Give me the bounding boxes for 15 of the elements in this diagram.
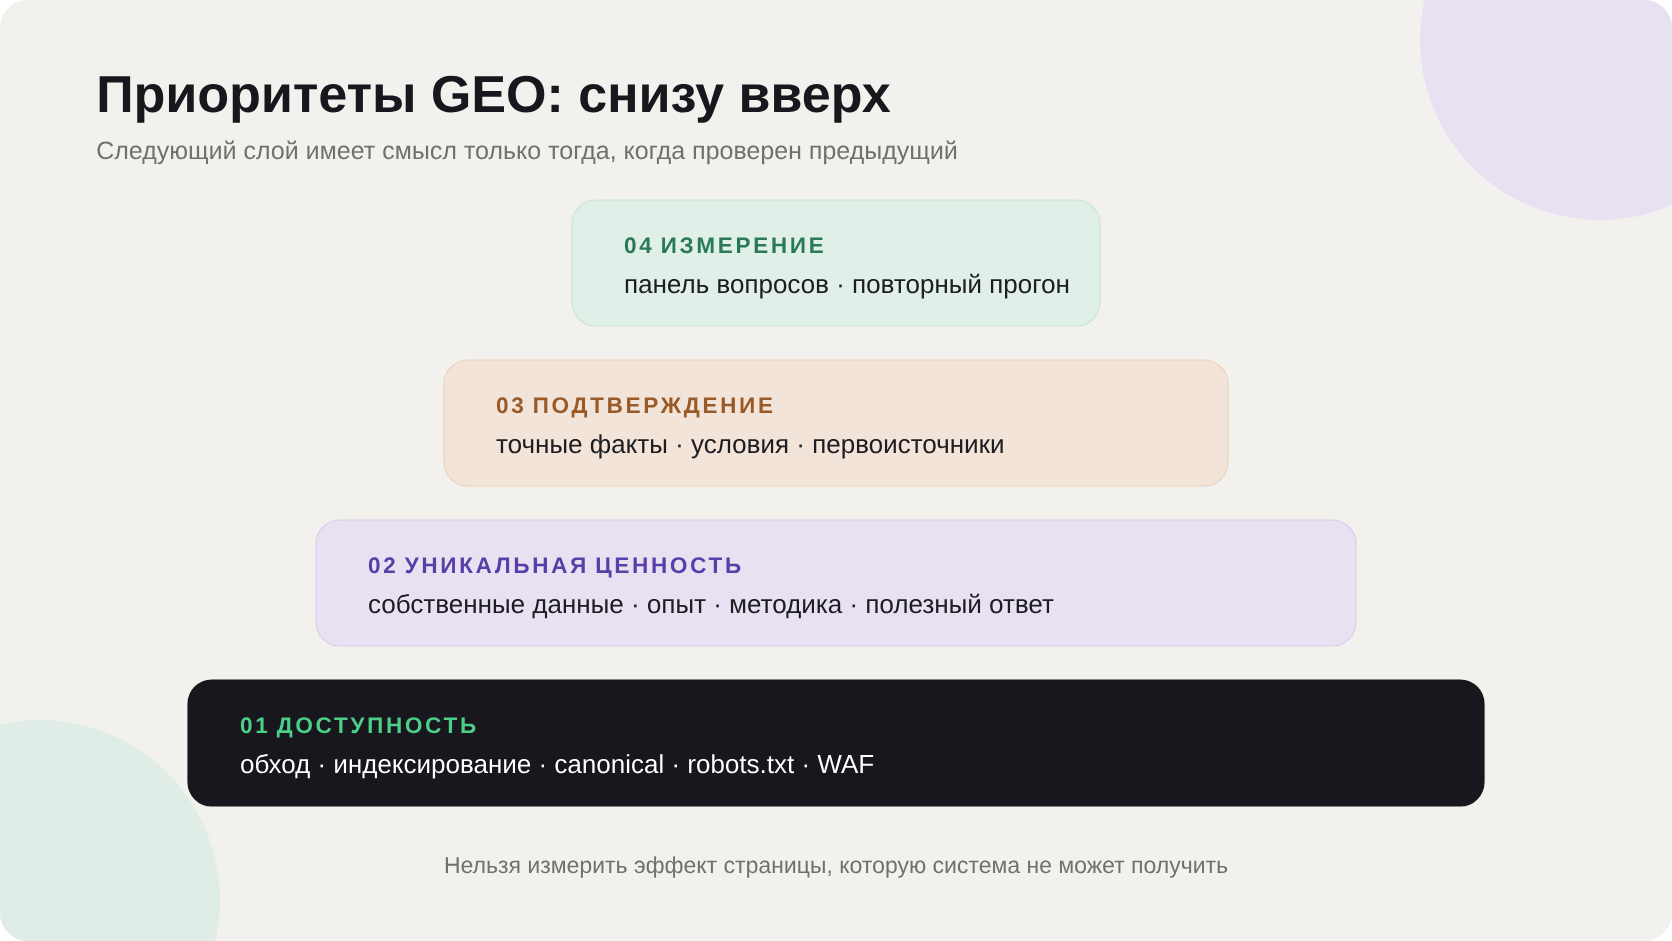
- layer-heading: 03 ПОДТВЕРЖДЕНИЕ: [496, 397, 773, 418]
- layer-heading: 01 ДОСТУПНОСТЬ: [240, 717, 476, 738]
- layer-box: [187, 679, 1485, 807]
- layer-text: панель вопросов · повторный прогон: [625, 273, 1069, 299]
- layer-box: [571, 199, 1101, 327]
- layer-box: [315, 519, 1357, 647]
- layer-heading: 02 УНИКАЛЬНАЯ ЦЕННОСТЬ: [368, 557, 741, 578]
- layer-heading: 04 ИЗМЕРЕНИЕ: [624, 237, 823, 254]
- layer-text: обход · индексирование · canonical · robots.txt · WAF: [241, 753, 874, 779]
- layer-text: точные факты · условия · первоисточники: [496, 434, 1003, 459]
- title: Приоритеты GEO: снизу вверх: [99, 75, 891, 123]
- subtitle: Следующий слой имеет смысл только тогда, когда проверен предыдущий: [97, 140, 957, 165]
- layer-text: собственные данные · опыт · методика · полезный ответ: [369, 593, 1054, 619]
- layer-box: [443, 359, 1229, 487]
- caption: Нельзя измерить эффект страницы, которую система не может получить: [445, 856, 1228, 878]
